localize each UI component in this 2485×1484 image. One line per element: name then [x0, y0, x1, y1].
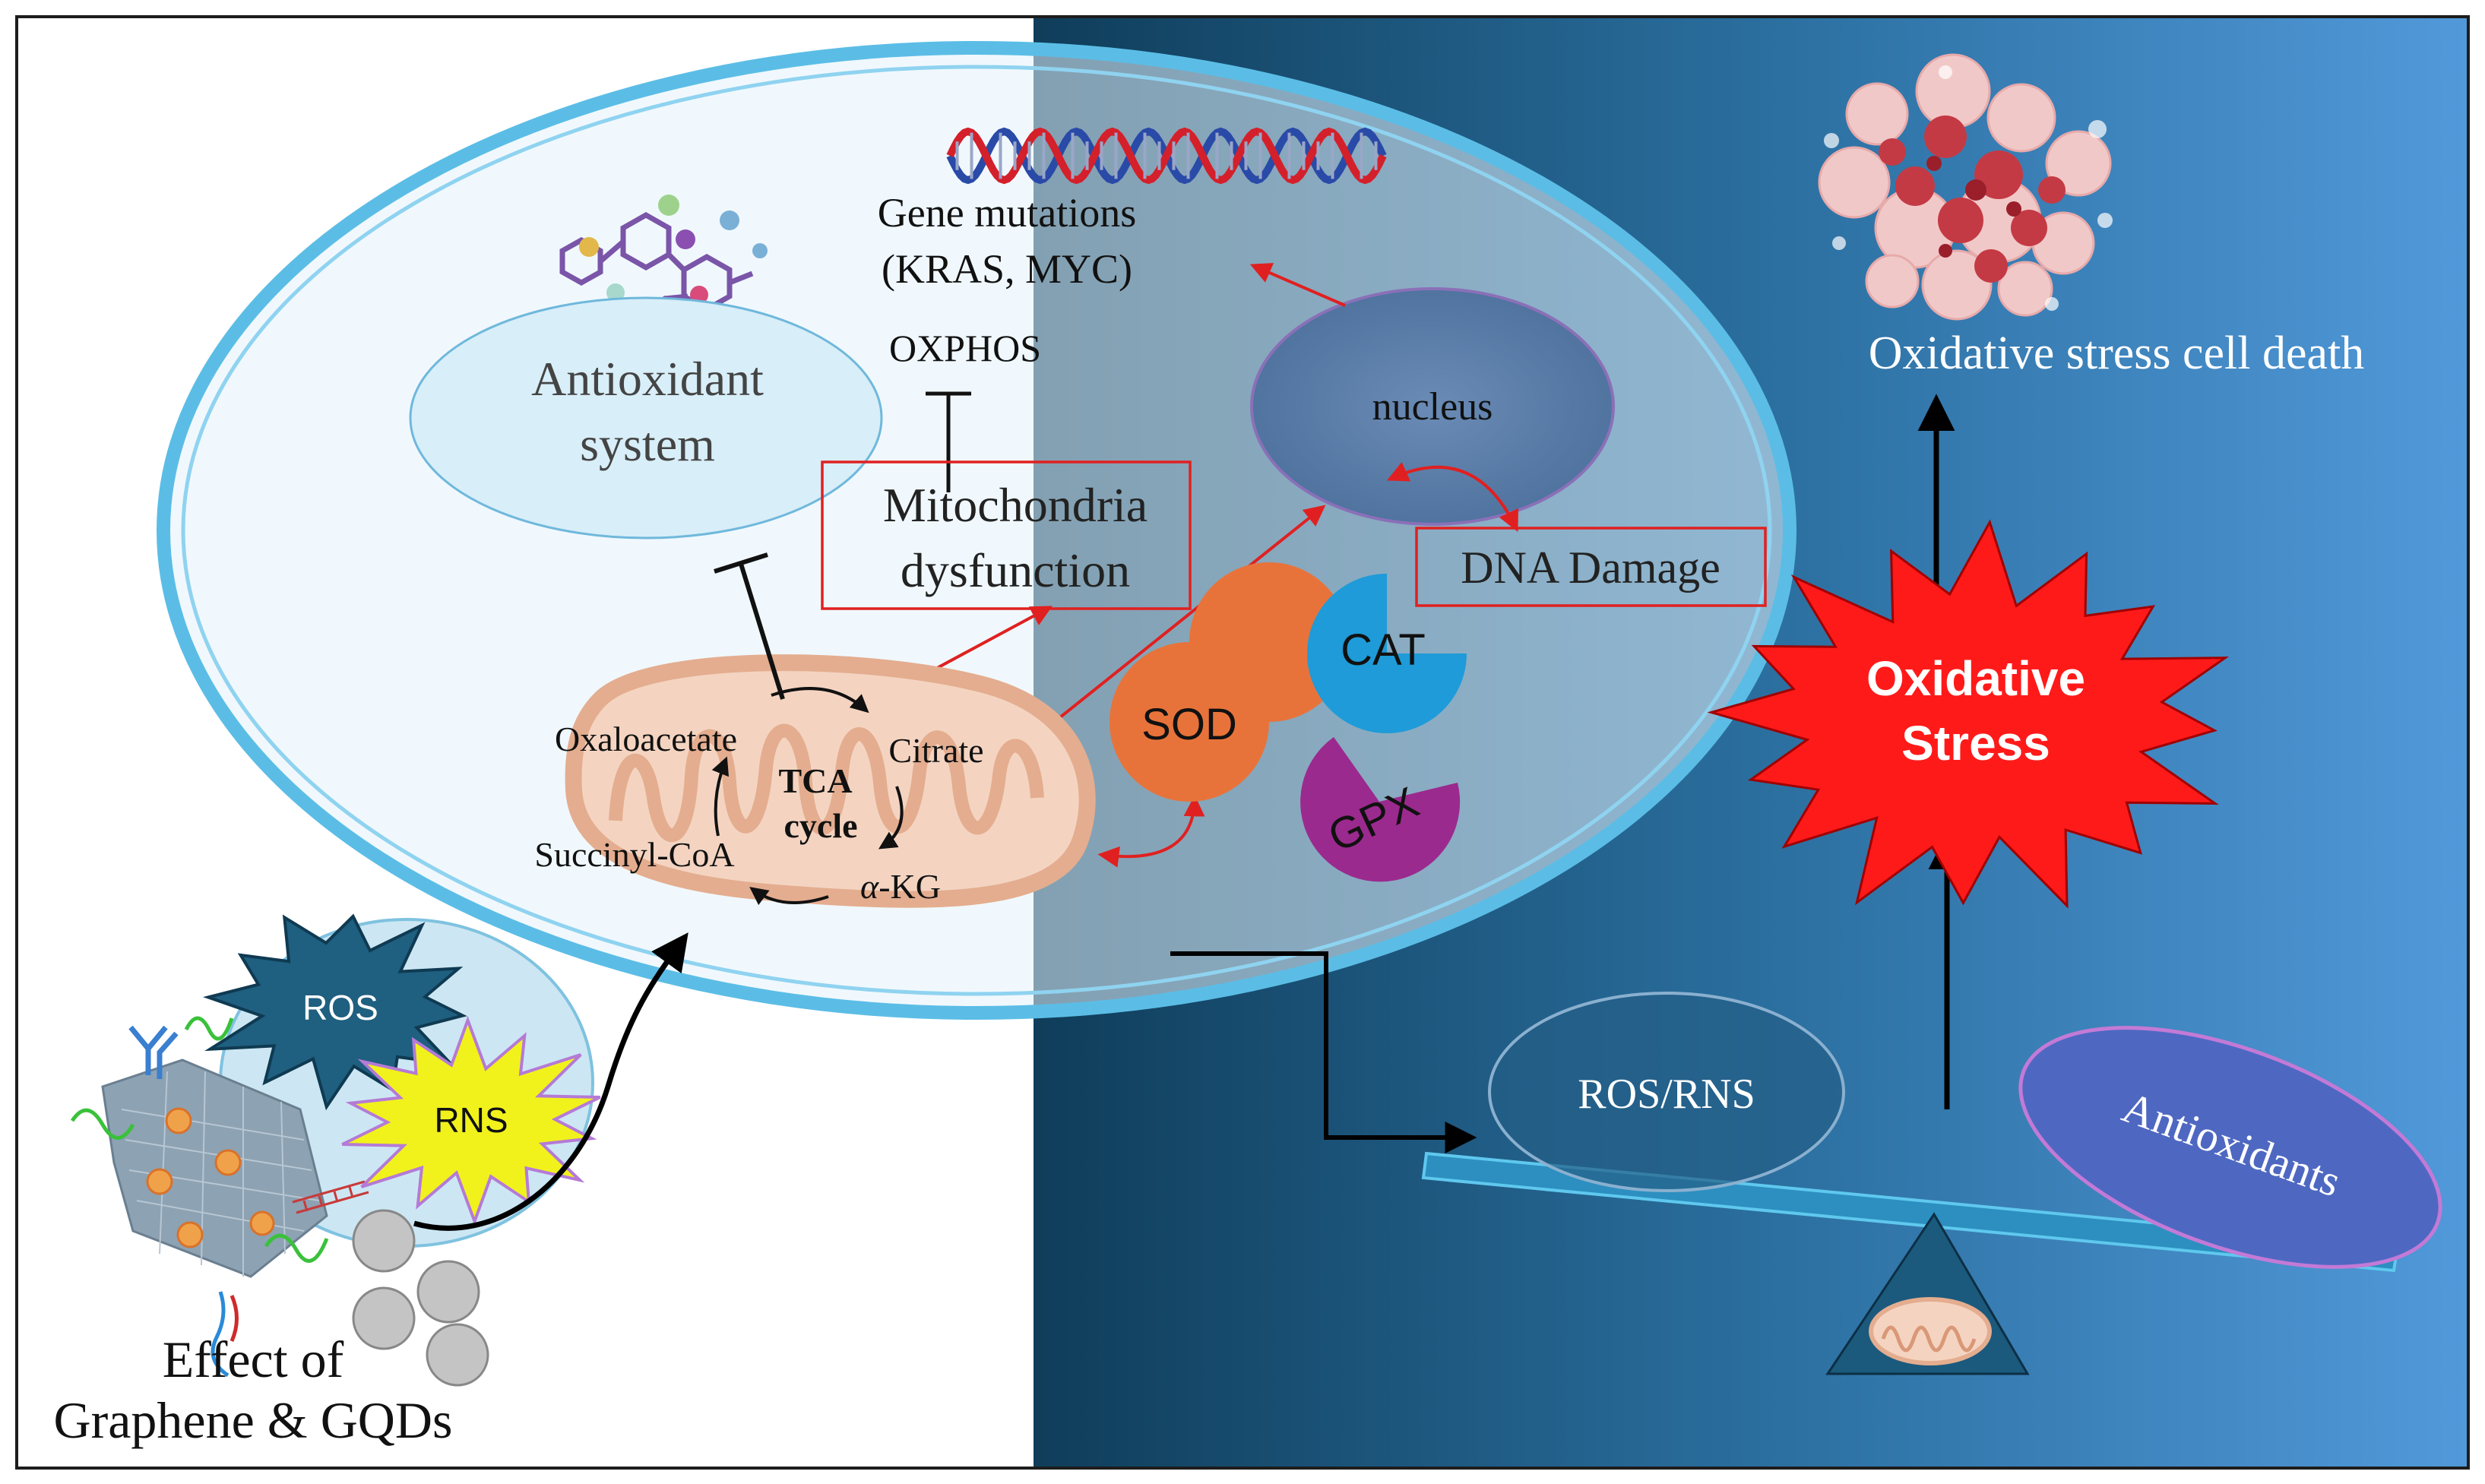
- dna-strand-icon: [292, 1180, 369, 1214]
- graphene-uptake-arrow: [413, 932, 689, 1231]
- outer-frame: [15, 15, 2470, 1470]
- graphene-sheet-icon: [70, 1016, 369, 1378]
- mitochondrion: [565, 654, 1096, 908]
- tca-cycle-arrows: [711, 687, 904, 906]
- oxidative-stress-label-2: Stress: [1901, 716, 2050, 770]
- gene-mutations-genes-label: (KRAS, MYC): [882, 246, 1132, 292]
- gqd-spheres: [352, 1209, 489, 1387]
- ros-rns-pan: [1488, 992, 1845, 1192]
- dna-damage-box: [1415, 527, 1767, 607]
- sod-label: SOD: [1141, 700, 1237, 749]
- ros-rns-label: ROS/RNS: [1578, 1071, 1755, 1118]
- sod-enzyme: [1110, 562, 1349, 802]
- dna-damage-label: DNA Damage: [1461, 543, 1721, 593]
- succinyl-coa-label: Succinyl-CoA: [534, 835, 734, 874]
- oxphos-label: OXPHOS: [889, 327, 1041, 369]
- cat-label: CAT: [1341, 625, 1426, 675]
- gene-mutations-label: Gene mutations: [878, 190, 1136, 236]
- gpx-enzyme: [1300, 737, 1461, 882]
- oxidative-stress-label: Oxidative: [1866, 651, 2085, 706]
- oxaloacetate-label: Oxaloacetate: [555, 720, 737, 758]
- antioxidant-system-label: Antioxidant: [531, 352, 764, 406]
- antioxidants-pan: [2018, 1026, 2442, 1269]
- cat-enzyme: [1307, 574, 1467, 733]
- tca-label: TCA: [778, 761, 852, 800]
- oxphos-inhibition-bar: [926, 391, 971, 492]
- elbow-arrow-to-balance: [1170, 951, 1477, 1153]
- graphene-gqds-label: Graphene & GQDs: [54, 1391, 453, 1449]
- citrate-label: Citrate: [888, 731, 983, 770]
- effect-label: Effect of: [163, 1331, 344, 1388]
- mitochondria-dysfunction-label-2: dysfunction: [901, 543, 1130, 597]
- mitochondria-dysfunction-label: Mitochondria: [883, 478, 1148, 532]
- mitochondrion-small-icon: [1869, 1297, 1992, 1365]
- alpha-kg-label: α-KG: [860, 867, 941, 906]
- rns-star: [341, 1015, 601, 1226]
- nucleus-label: nucleus: [1372, 385, 1493, 429]
- rns-label: RNS: [434, 1100, 508, 1140]
- oxidative-stress-cell-death-label: Oxidative stress cell death: [1869, 327, 2365, 379]
- antioxidant-inhibition-bar: [714, 552, 785, 700]
- oxidative-stress-star: [1707, 519, 2230, 909]
- dead-cell-cluster-icon: [1818, 53, 2113, 321]
- tca-cycle-label: cycle: [783, 806, 857, 845]
- ros-label: ROS: [302, 988, 378, 1027]
- antioxidant-system-organelle: [409, 296, 883, 539]
- dna-helix-icon: [946, 127, 1387, 185]
- antibody-icon: [128, 1025, 179, 1079]
- antioxidant-system-label-2: system: [580, 417, 715, 471]
